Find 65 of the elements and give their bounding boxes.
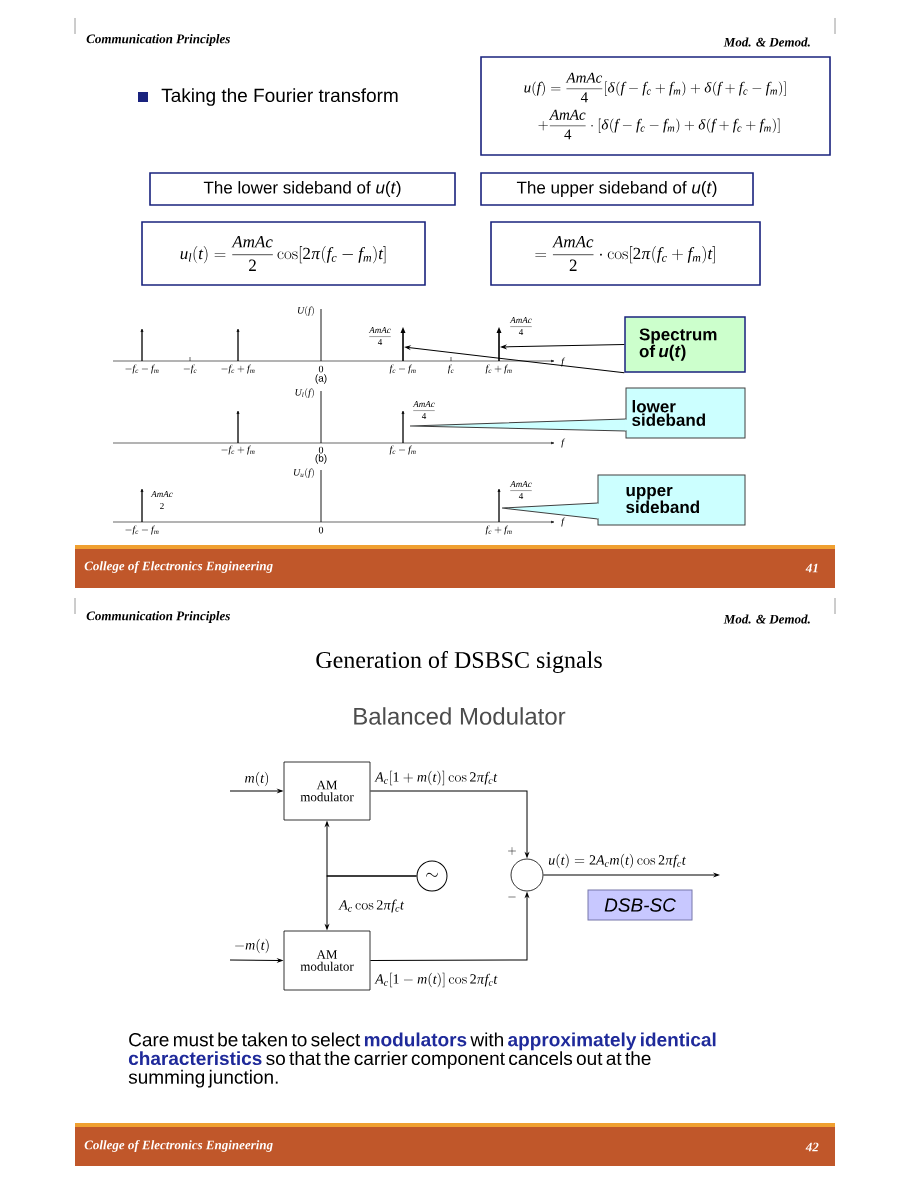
formula-box: $u_l(t)=\frac{AmAc}{2}\cos[2\pi(f_c-f_m)t]$ [141, 221, 426, 286]
footer-text: College of Electronics Engineering [84, 561, 273, 573]
formula-box: $=\frac{AmAc}{2}\cdot\cos[2\pi(f_c+f_m)t]$ [490, 221, 761, 286]
arrow [369, 892, 529, 961]
tick-label: $0$ [318, 365, 324, 373]
tick-label: $f_c+f_m$ [485, 364, 512, 374]
caption-box: The upper sideband of u(t) [480, 172, 754, 206]
plot-label: (a) [315, 374, 327, 384]
amplitude-label: $\frac{AmAc}{4}$ [368, 327, 391, 345]
edge-label: $A_c\cos 2\pi f_c t$ [338, 899, 405, 913]
plot-label: (b) [315, 454, 327, 464]
edge-label: $u(t)=2A_cm(t)\cos 2\pi f_c t$ [548, 853, 686, 869]
caption-box: The lower sideband of u(t) [149, 172, 456, 206]
page-number: 41 [805, 563, 818, 573]
edge-label: $m(t)$ [245, 771, 269, 787]
spectral-line [400, 327, 406, 361]
callout-box: Spectrum of u(t) [624, 316, 746, 373]
tick-label: $-f_c+f_m$ [221, 364, 255, 374]
summing-junction [510, 858, 544, 892]
tick-label: $f_c+f_m$ [485, 525, 512, 535]
arrow [229, 958, 283, 963]
amplitude-label: $\frac{AmAc}{4}$ [509, 317, 532, 335]
axis-label: $f$ [561, 357, 566, 367]
tick-label: $f_c$ [447, 364, 454, 374]
edge-label: $-m(t)$ [235, 938, 269, 954]
sign-label: $-$ [508, 896, 516, 898]
header-text: Communication Principles [86, 34, 230, 46]
tick-label: $-f_c$ [183, 364, 197, 374]
footer-text: College of Electronics Engineering [84, 1140, 273, 1152]
slide-title: Generation of DSBSC signals [316, 651, 602, 674]
arrow [369, 790, 529, 858]
amplitude-label: $\frac{AmAc}{4}$ [509, 481, 532, 499]
tick-label: $-f_c+f_m$ [221, 445, 255, 455]
tick-label: $-f_c-f_m$ [125, 364, 159, 374]
tick-label: $0$ [318, 526, 324, 534]
modulator-block: AM modulator [283, 761, 371, 821]
axis-label: $U_l(f)$ [295, 388, 314, 398]
formula-box: $u(f)=\frac{AmAc}{4}[\delta(f-f_c+f_m)+\delta(f+f_c-f_m)]$ $+\frac{AmAc}{4}\cdot[\delta(f-f_c-f_m)+\delta(f+f_c+f_m)]$ [480, 56, 831, 156]
sign-label: $+$ [508, 847, 516, 855]
modulator-block: AM modulator [283, 930, 371, 991]
edge-label: $A_c[1+m(t)]\cos 2\pi f_c t$ [374, 770, 498, 786]
bullet-text: Taking the Fourier transform [161, 88, 398, 106]
axis-label: $U_u(f)$ [293, 468, 314, 478]
tick-label: $f_c-f_m$ [389, 445, 416, 455]
body-paragraph: Care must be taken to select modulators with approximately identical characteristics so that the carrier component cancels out at the summing junction. [128, 1032, 716, 1088]
axis-label: $f$ [561, 438, 566, 448]
mode-box: DSB-SC [587, 889, 693, 921]
amplitude-label: $\frac{AmAc}{4}$ [412, 401, 435, 419]
arrow [405, 345, 625, 374]
page-number: 42 [805, 1142, 819, 1152]
header-text: Communication Principles [86, 611, 230, 623]
arrow [542, 873, 719, 877]
tick-label: $0$ [318, 446, 324, 454]
tick-label: $f_c-f_m$ [389, 364, 416, 374]
arrow [501, 344, 625, 349]
slide-subtitle: Balanced Modulator [354, 707, 566, 725]
arrow [229, 789, 283, 793]
edge-label: $A_c[1-m(t)]\cos 2\pi f_c t$ [374, 972, 498, 988]
header-text: Mod. & Demod. [723, 614, 810, 624]
axis-label: $U(f)$ [297, 306, 314, 316]
spectral-line [496, 327, 502, 361]
arrow [325, 875, 417, 930]
amplitude-label: $\genfrac{}{}{0pt}{}{AmAc}{2}$ [150, 491, 173, 509]
axis-label: $f$ [561, 517, 566, 527]
tick-label: $-f_c-f_m$ [125, 525, 159, 535]
